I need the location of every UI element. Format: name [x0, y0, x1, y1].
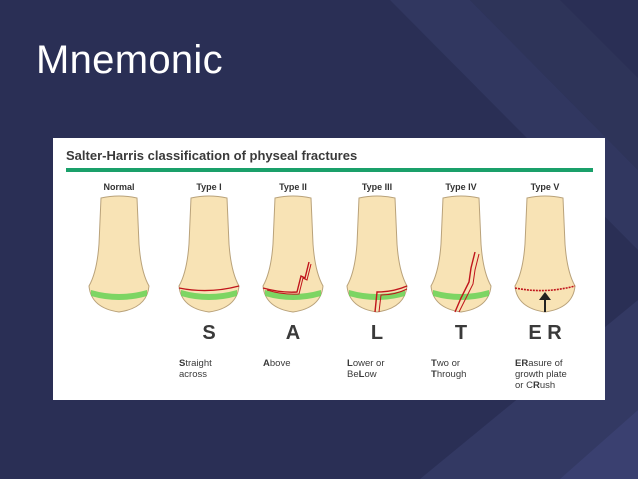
column-type-ii: Type II A Above: [249, 182, 337, 392]
mnemonic-letter: E R: [528, 322, 562, 344]
mnemonic-letter: L: [370, 322, 384, 344]
mnemonic-letter: T: [454, 322, 468, 344]
mnemonic-letter: S: [202, 322, 216, 344]
column-normal: Normal: [75, 182, 163, 392]
type-ii-bone-illustration: [262, 195, 324, 313]
figure-title: Salter-Harris classification of physeal …: [66, 148, 358, 163]
column-type-iii: Type III L Lower or BeLow: [333, 182, 421, 392]
mnemonic-caption: Two or Through: [431, 358, 467, 380]
column-header: Type II: [279, 182, 307, 192]
mnemonic-caption: ERasure of growth plate or CRush: [515, 358, 567, 391]
mnemonic-caption: Straight across: [179, 358, 212, 380]
mnemonic-caption: Lower or BeLow: [347, 358, 385, 380]
slide-title: Mnemonic: [36, 38, 223, 82]
column-header: Type III: [361, 182, 393, 192]
column-header: Normal: [103, 182, 135, 192]
column-header: Type V: [530, 182, 560, 192]
type-iv-bone-illustration: [430, 195, 492, 313]
salter-harris-figure: Salter-Harris classification of physeal …: [53, 138, 605, 400]
column-header: Type IV: [445, 182, 477, 192]
type-iii-bone-illustration: [346, 195, 408, 313]
mnemonic-caption: Above: [263, 358, 291, 369]
column-type-iv: Type IV T Two or Through: [417, 182, 505, 392]
normal-bone-illustration: [88, 195, 150, 313]
column-type-i: Type I S Straight across: [165, 182, 253, 392]
type-v-bone-illustration: [514, 195, 576, 313]
title-divider: [66, 168, 593, 172]
mnemonic-letter: A: [285, 322, 301, 344]
type-i-bone-illustration: [178, 195, 240, 313]
column-header: Type I: [196, 182, 222, 192]
column-type-v: Type V E R ERasure of growth plate or CR…: [501, 182, 589, 392]
